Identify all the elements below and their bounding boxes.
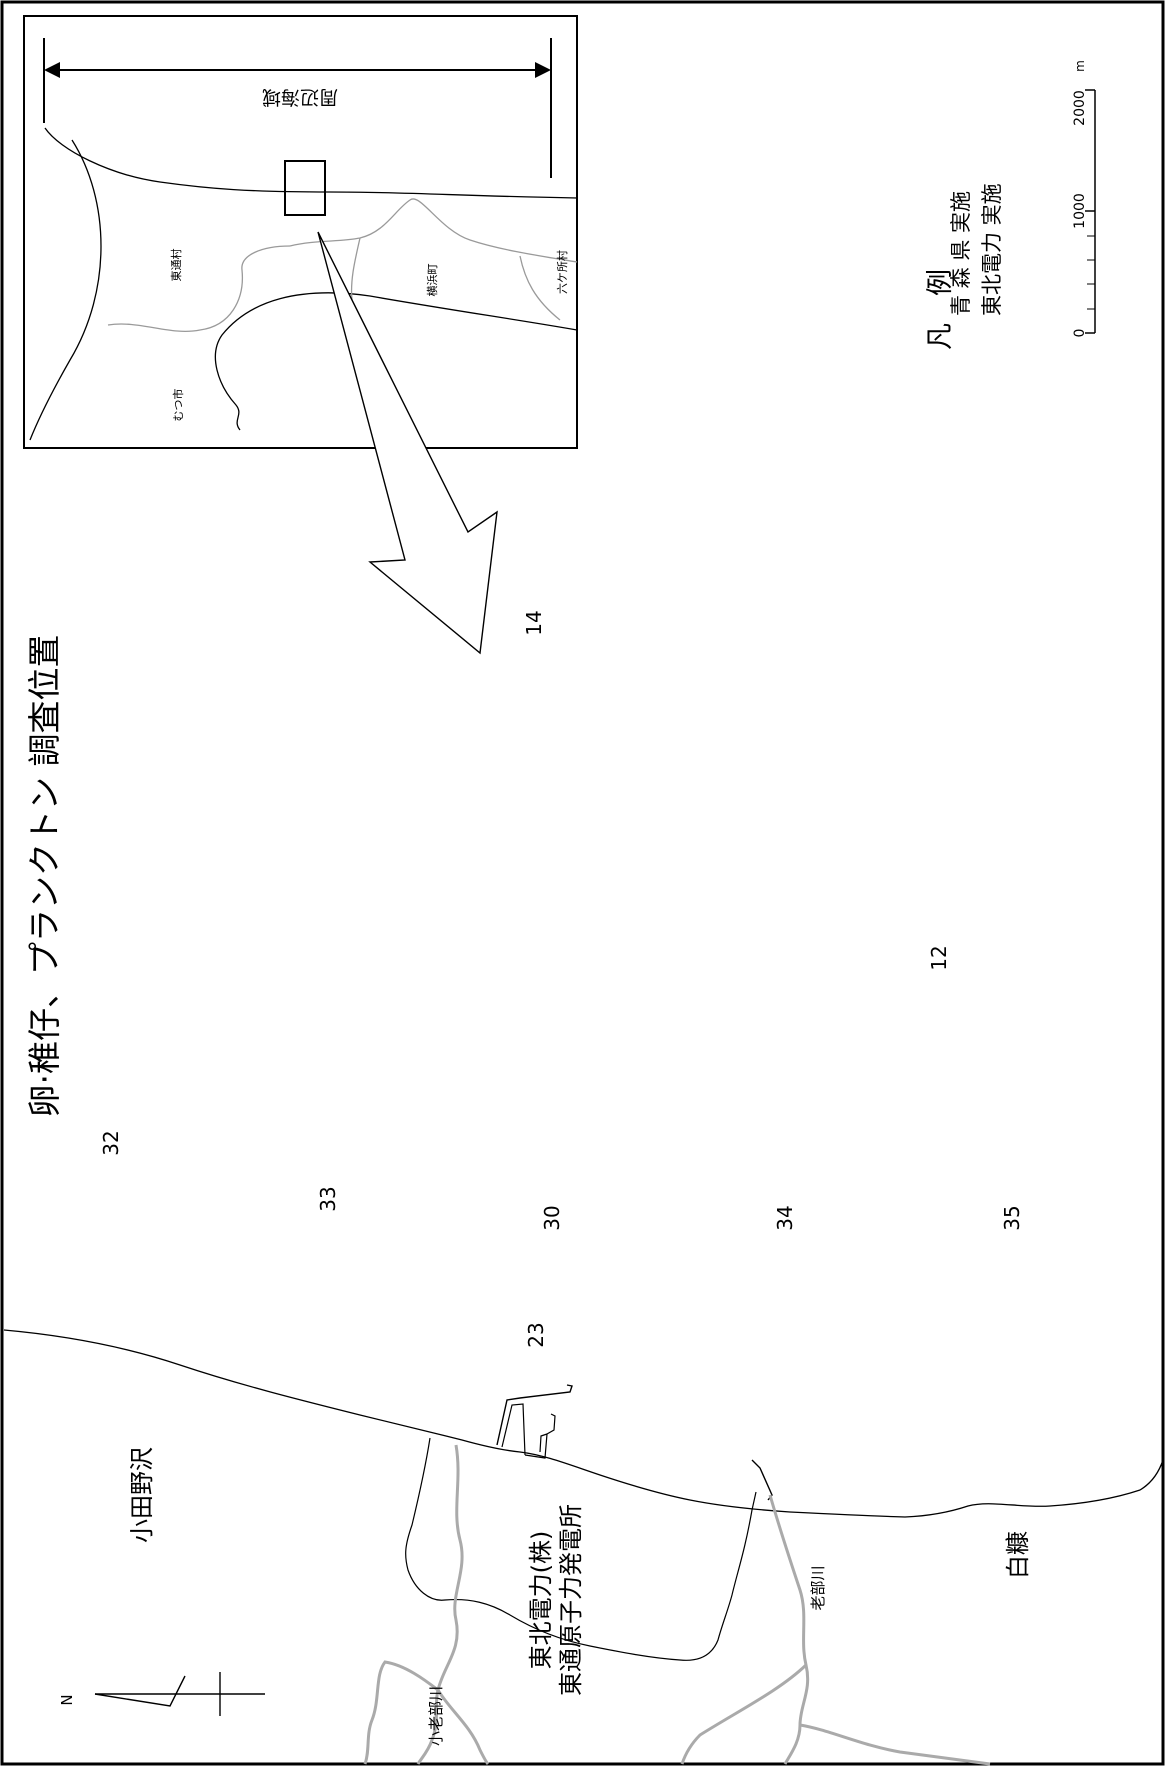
oibe-river-branch-2 [680,1663,808,1765]
kooibe-river-branch-2 [436,1689,490,1766]
label-odanosawa: 小田野沢 [128,1447,156,1543]
legend-entry-aomori: 青 森 県 実施 [949,191,973,316]
label-oibe-river: 老部川 [809,1565,827,1610]
kooibe-river-branch [363,1660,439,1765]
coastline [3,1329,1164,1518]
station-32: 32 [99,1130,123,1155]
breakwater-south [524,1413,556,1459]
scale-label-2000: 2000 [1072,90,1088,126]
station-35: 35 [1000,1205,1024,1230]
north-arrow-head [94,1675,186,1707]
label-shiranuka: 白糠 [1004,1531,1032,1579]
scale-bar: 0 1000 2000 m [1072,60,1096,338]
inset-map: 周辺海域 東通村 むつ市 横浜町 六ケ所村 [23,15,578,449]
station-23: 23 [524,1322,548,1347]
pointer-arrow [317,231,498,655]
station-12: 12 [927,945,951,970]
inset-frame [23,15,578,449]
harbour [496,1384,773,1501]
inset-west-coast [29,139,102,441]
legend-entry-tohoku: 東北電力 実施 [980,183,1004,316]
oibe-river-branch [799,1723,991,1766]
inset-label-yokohama: 横浜町 [425,264,439,297]
inset-east-coast [44,127,578,199]
label-plant-line2: 東通原子力発電所 [557,1504,585,1696]
inset-boundary-3 [350,237,361,301]
map-title: 卵·稚仔、プランクトン 調査位置 [25,635,64,1118]
station-14: 14 [522,610,546,635]
inset-mutsu-bay-coast [214,292,578,431]
north-arrow-icon: N [58,1672,265,1716]
inset-bar-arrow-right [535,62,551,78]
legend-heading: 凡 例 [925,269,956,350]
scale-unit: m [1073,60,1087,72]
label-kooibe-river: 小老部川 [427,1686,445,1746]
inset-boundary-4 [519,255,561,321]
stations: 14 12 32 33 30 34 35 23 [99,610,1024,1347]
station-34: 34 [773,1205,797,1230]
label-plant-line1: 東北電力(株) [527,1531,555,1670]
station-33: 33 [316,1186,340,1211]
kooibe-river-line [416,1444,464,1765]
plant-site-boundary [405,1437,757,1661]
inset-boundary-2 [289,198,578,263]
breakwater-north [496,1384,573,1446]
inset-label-rokkasho: 六ケ所村 [555,250,569,294]
oibe-river-line [768,1494,810,1765]
breakwater-inner [501,1403,526,1456]
inset-boundary-1 [107,245,291,332]
inset-bar-arrow-left [44,62,60,78]
scale-label-0: 0 [1072,329,1088,338]
inset-label-higashidori: 東通村 [169,249,183,282]
legend: 凡 例 青 森 県 実施 東北電力 実施 [925,183,1004,350]
station-30: 30 [540,1205,564,1230]
inset-label-mutsu: むつ市 [171,389,185,422]
north-label: N [58,1694,76,1705]
inset-bar-label: 周辺海域 [262,86,338,108]
inset-focus-box [284,160,326,216]
scale-label-1000: 1000 [1072,193,1088,229]
